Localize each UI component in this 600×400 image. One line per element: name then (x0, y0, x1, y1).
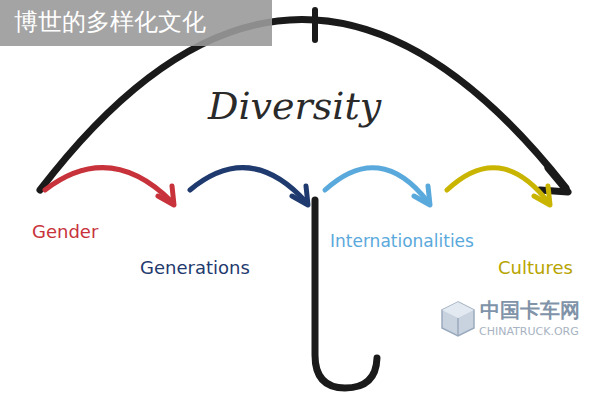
banner-title: 博世的多样化文化 (14, 9, 206, 35)
title-banner (0, 0, 272, 46)
watermark-text: 中国卡车网 (480, 299, 580, 321)
generations-arc (190, 168, 306, 202)
umbrella-arrowhead (540, 168, 568, 192)
gender-label: Gender (32, 222, 98, 242)
umbrella-handle (315, 200, 377, 388)
watermark-url: CHINATRUCK.ORG (479, 326, 579, 338)
generations-label: Generations (140, 258, 250, 278)
gender-arrowhead (158, 186, 174, 205)
umbrella-tip (312, 10, 318, 40)
cultures-label: Cultures (498, 258, 573, 278)
internationalities-arrowhead (414, 186, 430, 205)
generations-arrowhead (292, 186, 308, 205)
cultures-arrowhead (534, 186, 550, 205)
watermark-logo (442, 302, 474, 336)
diversity-heading: Diversity (208, 86, 381, 128)
gender-arc (45, 168, 172, 202)
internationalities-label: Internationalities (330, 232, 474, 251)
